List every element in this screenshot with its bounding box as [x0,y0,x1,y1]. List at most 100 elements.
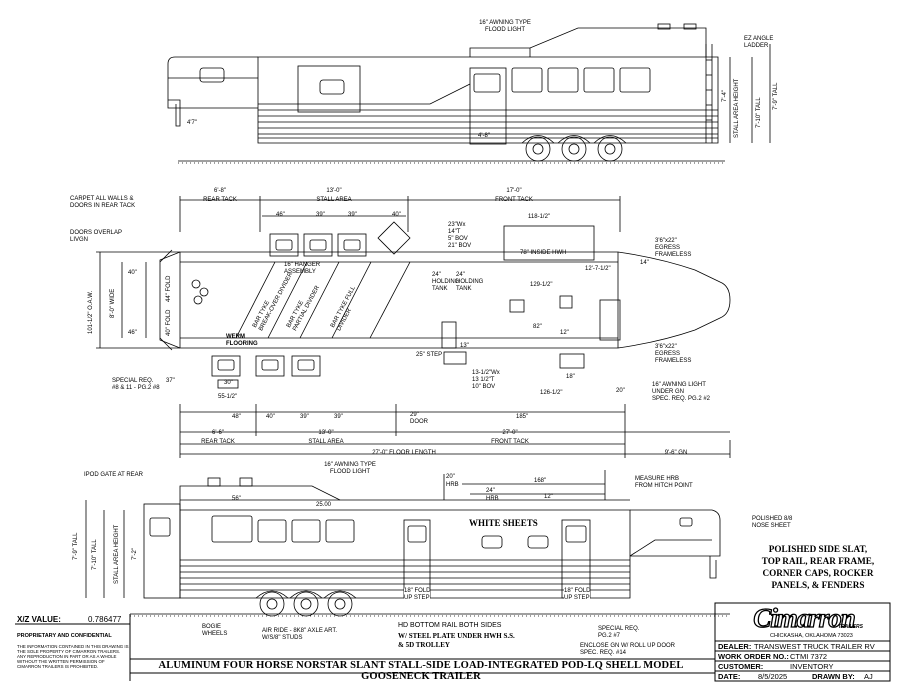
special-req-right: SPECIAL REQ. PG.2 #7 [598,626,640,639]
bottom-elevation [85,470,730,617]
floor-plan [96,196,731,458]
fold-44: 44" FOLD [166,275,172,302]
awning-right: 16" AWNING LIGHT UNDER GN SPEC. REQ. PG.… [652,382,711,402]
warm-flooring: WERM FLOORING [226,334,258,347]
hd-bottom-label: HD BOTTOM RAIL BOTH SIDES [398,622,502,629]
special-req-left: SPECIAL REQ. #8 & 11 - PG.2 #8 [112,378,160,391]
dealer-label: DEALER: [718,642,752,651]
egress-top: 3'6"x22" EGRESS FRAMELESS [655,238,692,258]
dim-82: 82" [533,324,542,330]
dim-7-4: 7'-4" [722,90,728,102]
stall-area-bot: STALL AREA [308,439,344,445]
cimarron-logo: Cimarron [753,602,857,633]
stall-height-bot: STALL AREA HEIGHT [114,524,120,584]
work-order-label: WORK ORDER NO.: [718,652,789,661]
dim-4-8: 4'-8" [478,133,490,139]
dim-56: 56" [232,496,241,502]
tall-top-7-9: 7'-9" TALL [773,82,779,110]
white-sheets-label: WHITE SHEETS [469,518,538,528]
top-elevation [167,23,771,164]
customer-value: INVENTORY [790,662,834,671]
holding-tank-2: 24" HOLDING TANK [456,272,484,292]
stall-area-top: STALL AREA [316,197,352,203]
dim-25-door: 25" STEP [416,352,443,358]
front-tack-top-dim: 17'-0" [506,188,522,194]
measure-hrb: MEASURE HRB FROM HITCH POINT [635,476,693,489]
front-tack-bot-dim: 27'-0" [502,430,518,436]
steel-plate-label: W/ STEEL PLATE UNDER HWH S.S. & 5D TROLL… [398,632,515,649]
dim-46: 46" [276,212,285,218]
dim-14: 14" [640,260,649,266]
stall-area-top-dim: 13'-0" [326,188,342,194]
drawn-by-value: AJ [864,672,873,681]
dim-39b: 39" [348,212,357,218]
work-order-value: CTMI 7372 [790,652,828,661]
tall-bot-7-9: 7'-9" TALL [73,532,79,560]
dim-55: 55-1/2" [218,394,238,400]
dim-13: 13" [460,343,469,349]
drawn-by-label: DRAWN BY: [812,672,855,681]
location-text: CHICKASHA, OKLAHOMA 73023 [770,633,853,639]
air-ride-label: AIR RIDE - 8K8" AXLE ART. W/S/8" STUDS [262,628,338,641]
dim-7-2: 7'-2" [132,548,138,560]
door-29: 29" DOOR [410,412,428,425]
hrb-label: HRB [446,482,459,488]
dim-40c: 40" [128,270,137,276]
dim-25-00: 25.00 [316,502,332,508]
enclose-gn-label: ENCLOSE GN W/ ROLL UP DOOR SPEC. REQ. #1… [580,643,676,656]
dim-12b: 12" [544,494,553,500]
dim-20: 20" [616,388,625,394]
doors-overlap-label: DOORS OVERLAP LIVGN [70,230,123,243]
bogie-label: BOGIE WHEELS [202,624,228,637]
hwh-label: 23"Wx 14"T 5" BOV 21" BOV [448,222,472,249]
dim-20-bot: 20" [446,474,455,480]
drawing-title: ALUMINUM FOUR HORSE NORSTAR SLANT STALL-… [158,660,684,682]
stall-area-bot-dim: 13'-0" [318,430,334,436]
ez-ladder-label: EZ ANGLE LADDER [744,36,774,49]
front-tack-bot: FRONT TACK [491,439,529,445]
rear-tack-top-dim: 6'-8" [214,188,226,194]
hwh-2: 13-1/2"Wx 13 1/2"T 10" BOV [472,370,500,390]
dim-48b: 48" [232,414,241,420]
ipod-gate-label: IPOD GATE AT REAR [84,472,144,478]
dealer-value: TRANSWEST TRUCK TRAILER RV [754,642,875,651]
rear-tack-bot: REAR TACK [201,439,235,445]
polished-nose: POLISHED 8/8 NOSE SHEET [752,516,793,529]
wide-8: 8'-0" WIDE [110,288,116,318]
tall-bot-7-10: 7'-10" TALL [92,539,98,570]
hanger-assembly-label: 16" HANGER ASSEMBLY [284,262,321,275]
dim-4-7: 4'7" [187,120,197,126]
carpet-walls-label: CARPET ALL WALLS & DOORS IN REAR TACK [70,196,136,209]
customer-label: CUSTOMER: [718,662,764,671]
xyz-value: 0.786477 [88,615,122,624]
dim-118: 118-1/2" [528,214,551,220]
holding-tank-1: 24" HOLDING TANK [432,272,460,292]
disclaimer-text: THE INFORMATION CONTAINED IN THIS DRAWIN… [17,644,129,669]
dim-24b: 24" [486,488,495,494]
proprietary-label: PROPRIETARY AND CONFIDENTIAL [17,633,112,639]
dim-18: 18" [566,374,575,380]
oa-wide: 101-1/2" O.A.W. [88,290,94,334]
dim-185: 185" [516,414,529,420]
dim-40d: 40" [266,414,275,420]
tall-top-7-10: 7'-10" TALL [756,97,762,128]
front-tack-top: FRONT TACK [495,197,533,203]
dim-129: 129-1/2" [530,282,553,288]
stall-area-height-top: STALL AREA HEIGHT [734,78,740,138]
inside-hwh: 78" INSIDE HWH [520,250,567,256]
dim-168: 168" [534,478,547,484]
fold-step-right: 18" FOLD UP STEP [564,588,591,602]
fold-40: 40" FOLD [166,309,172,336]
dim-39d: 39" [334,414,343,420]
gn-dim: 9'-6" GN [664,450,688,456]
logo-sub: TRAILERS [838,624,863,630]
dim-40: 40" [392,212,401,218]
awning-top-label: 16" AWNING TYPE FLOOD LIGHT [479,20,531,33]
dim-12-7: 12'-7-1/2" [585,266,611,272]
dim-12: 12" [560,330,569,336]
date-value: 8/5/2025 [758,672,788,681]
fold-step-left: 18" FOLD UP STEP [404,588,431,602]
floor-length-dim: 27'-0" FLOOR LENGTH [372,450,436,456]
dim-39c: 39" [300,414,309,420]
